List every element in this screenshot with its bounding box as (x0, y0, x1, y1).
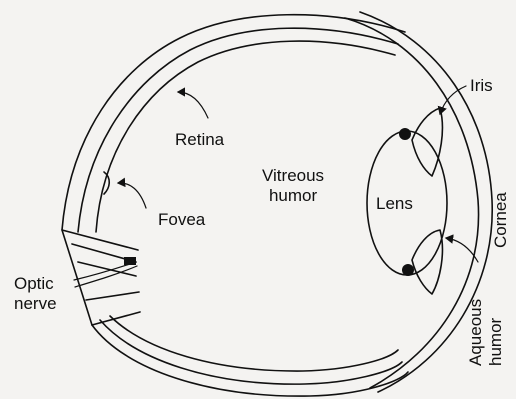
optic-nerve-line-2: nerve (14, 294, 57, 314)
aqueous-humor-line-1: Aqueous (466, 299, 486, 366)
vitreous-humor-label: Vitreous humor (262, 166, 324, 206)
iris-upper (412, 108, 442, 176)
ciliary-body-upper (399, 128, 411, 140)
retina-layer (96, 41, 398, 371)
fovea-arrow (118, 183, 146, 208)
iris-lower (412, 230, 442, 294)
aqueous-humor-label: Aqueous humor (466, 299, 506, 366)
iris-label: Iris (470, 76, 493, 96)
aqueous-humor-line-2: humor (486, 299, 506, 366)
choroid-outline (78, 28, 402, 384)
fovea-label: Fovea (158, 210, 205, 230)
lens-label: Lens (376, 194, 413, 214)
optic-disc (124, 257, 136, 265)
optic-nerve-label: Optic nerve (14, 274, 57, 314)
retina-arrow (178, 92, 208, 118)
sclera-outline (62, 15, 408, 396)
vitreous-humor-line-1: Vitreous (262, 166, 324, 186)
vitreous-humor-line-2: humor (262, 186, 324, 206)
retina-label: Retina (175, 130, 224, 150)
optic-nerve-line-1: Optic (14, 274, 57, 294)
cornea-label: Cornea (491, 192, 511, 248)
